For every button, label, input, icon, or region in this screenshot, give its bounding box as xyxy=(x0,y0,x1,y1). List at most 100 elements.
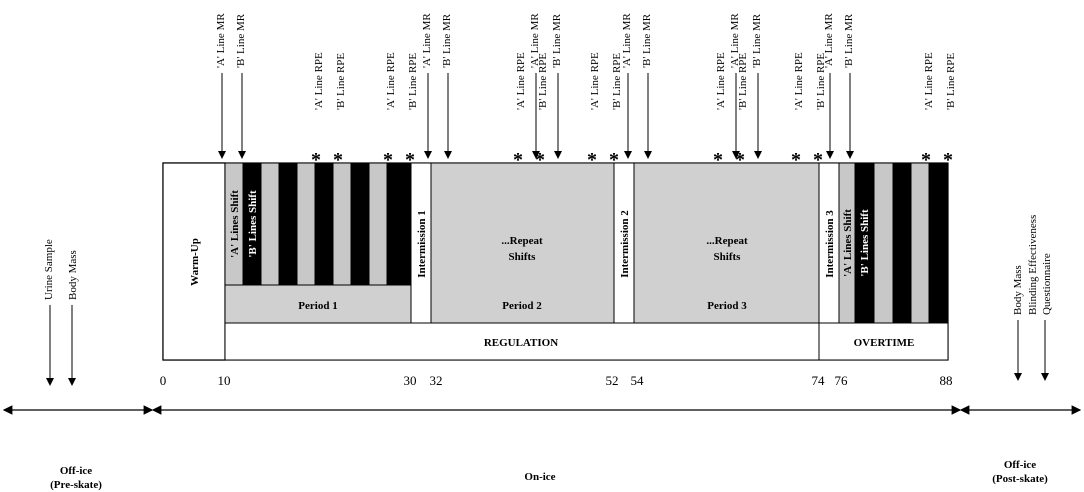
rpe-star-20: * xyxy=(791,149,801,171)
post-skate-label-1: Off-ice xyxy=(1004,459,1036,471)
post-skate-measures: Body Mass Blinding Effectiveness Questio… xyxy=(1012,215,1053,381)
a-lines-shift-label-p1: 'A' Lines Shift xyxy=(229,190,241,258)
overtime-shifts: 'A' Lines Shift 'B' Lines Shift xyxy=(838,162,949,324)
marker-label-a-rpe-4: 'A' Line RPE xyxy=(385,52,397,110)
intermission-1-label: Intermission 1 xyxy=(416,210,428,278)
rpe-star-16: * xyxy=(713,149,723,171)
tick-30: 30 xyxy=(404,373,417,388)
pre-measure-urine: Urine Sample xyxy=(43,239,55,300)
marker-label-b-mr-7: 'B' Line MR xyxy=(441,13,453,68)
intermission-2-label: Intermission 2 xyxy=(619,210,631,278)
marker-label-a-mr-22: 'A' Line MR xyxy=(823,13,835,68)
shift-b-5 xyxy=(386,162,412,286)
period-2-repeat-line1: ...Repeat xyxy=(501,235,543,247)
rpe-star-5: * xyxy=(405,149,415,171)
marker-label-a-mr-14: 'A' Line MR xyxy=(621,13,633,68)
period-1-shifts: 'A' Lines Shift 'B' Lines Shift xyxy=(224,162,412,286)
shift-a-5 xyxy=(368,162,388,286)
period-3-block xyxy=(633,162,820,324)
ot-shift-b-3 xyxy=(928,162,949,324)
marker-label-b-rpe-13: 'B' Line RPE xyxy=(611,53,623,110)
marker-label-a-mr-10: 'A' Line MR xyxy=(529,13,541,68)
marker-label-a-rpe-24: 'A' Line RPE xyxy=(923,52,935,110)
marker-label-a-mr-0: 'A' Line MR xyxy=(215,13,227,68)
phase-spans: Off-ice (Pre-skate) On-ice Off-ice (Post… xyxy=(2,405,1082,491)
ot-shift-a-2 xyxy=(873,162,894,324)
shift-a-3 xyxy=(296,162,316,286)
b-lines-shift-label-p1: 'B' Lines Shift xyxy=(247,190,259,258)
post-skate-label-2: (Post-skate) xyxy=(992,473,1048,485)
period-2-label: Period 2 xyxy=(502,300,542,312)
tick-76: 76 xyxy=(835,373,849,388)
marker-label-b-mr-23: 'B' Line MR xyxy=(843,13,855,68)
marker-label-b-rpe-3: 'B' Line RPE xyxy=(335,53,347,110)
pre-measure-body-mass: Body Mass xyxy=(67,250,79,300)
period-3-repeat-line1: ...Repeat xyxy=(706,235,748,247)
marker-label-a-rpe-16: 'A' Line RPE xyxy=(715,52,727,110)
intermission-3-label: Intermission 3 xyxy=(824,210,836,278)
period-2-block xyxy=(430,162,615,324)
rpe-star-17: * xyxy=(735,149,745,171)
shift-b-2 xyxy=(278,162,298,286)
rpe-star-2: * xyxy=(311,149,321,171)
marker-label-a-rpe-2: 'A' Line RPE xyxy=(313,52,325,110)
overtime-bar xyxy=(818,322,949,361)
period-3-repeat-line2: Shifts xyxy=(714,251,742,263)
post-measure-blinding: Blinding Effectiveness xyxy=(1027,215,1039,315)
marker-label-b-mr-19: 'B' Line MR xyxy=(751,13,763,68)
marker-label-b-rpe-9: 'B' Line RPE xyxy=(537,53,549,110)
marker-label-b-rpe-5: 'B' Line RPE xyxy=(407,53,419,110)
marker-label-b-rpe-17: 'B' Line RPE xyxy=(737,53,749,110)
pre-skate-label-1: Off-ice xyxy=(60,465,92,477)
rpe-star-24: * xyxy=(921,149,931,171)
period-3-label: Period 3 xyxy=(707,300,747,312)
regulation-label: REGULATION xyxy=(484,337,558,349)
rpe-star-25: * xyxy=(943,149,953,171)
marker-label-b-mr-15: 'B' Line MR xyxy=(641,13,653,68)
timeline-blocks: Warm-Up 'A' Lines Shift 'B' Lines Shift … xyxy=(162,162,949,361)
ot-shift-a-3 xyxy=(910,162,930,324)
tick-10: 10 xyxy=(218,373,231,388)
post-measure-questionnaire: Questionnaire xyxy=(1041,253,1053,315)
tick-74: 74 xyxy=(812,373,826,388)
warmup-label: Warm-Up xyxy=(189,238,201,286)
on-ice-label: On-ice xyxy=(524,471,555,483)
post-measure-body-mass: Body Mass xyxy=(1012,265,1024,315)
period-2-repeat-line2: Shifts xyxy=(509,251,537,263)
a-lines-shift-label-ot: 'A' Lines Shift xyxy=(842,209,854,277)
tick-52: 52 xyxy=(606,373,619,388)
pre-skate-label-2: (Pre-skate) xyxy=(50,479,102,491)
measurement-markers: 'A' Line MR 'B' Line MR 'A' Line RPE * 'B' L… xyxy=(215,13,957,171)
shift-a-2 xyxy=(260,162,280,286)
rpe-star-8: * xyxy=(513,149,523,171)
rpe-star-3: * xyxy=(333,149,343,171)
overtime-label: OVERTIME xyxy=(854,337,915,349)
regulation-bar xyxy=(224,322,820,361)
pre-skate-measures: Urine Sample Body Mass xyxy=(43,239,79,386)
rpe-star-4: * xyxy=(383,149,393,171)
time-axis-ticks: 0 10 30 32 52 54 74 76 88 xyxy=(160,373,953,388)
tick-0: 0 xyxy=(160,373,167,388)
tick-54: 54 xyxy=(631,373,645,388)
warmup-block xyxy=(162,162,226,361)
shift-b-4 xyxy=(350,162,370,286)
ot-shift-b-2 xyxy=(892,162,912,324)
rpe-star-13: * xyxy=(609,149,619,171)
shift-a-4 xyxy=(332,162,352,286)
marker-label-a-mr-18: 'A' Line MR xyxy=(729,13,741,68)
marker-label-b-rpe-25: 'B' Line RPE xyxy=(945,53,957,110)
tick-32: 32 xyxy=(430,373,443,388)
shift-b-3 xyxy=(314,162,334,286)
period-1-label: Period 1 xyxy=(298,300,337,312)
b-lines-shift-label-ot: 'B' Lines Shift xyxy=(859,209,871,277)
rpe-star-21: * xyxy=(813,149,823,171)
marker-label-b-mr-1: 'B' Line MR xyxy=(235,13,247,68)
rpe-star-12: * xyxy=(587,149,597,171)
marker-label-a-rpe-8: 'A' Line RPE xyxy=(515,52,527,110)
rpe-star-9: * xyxy=(535,149,545,171)
marker-label-a-rpe-12: 'A' Line RPE xyxy=(589,52,601,110)
marker-label-b-rpe-21: 'B' Line RPE xyxy=(815,53,827,110)
marker-label-b-mr-11: 'B' Line MR xyxy=(551,13,563,68)
marker-label-a-mr-6: 'A' Line MR xyxy=(421,13,433,68)
